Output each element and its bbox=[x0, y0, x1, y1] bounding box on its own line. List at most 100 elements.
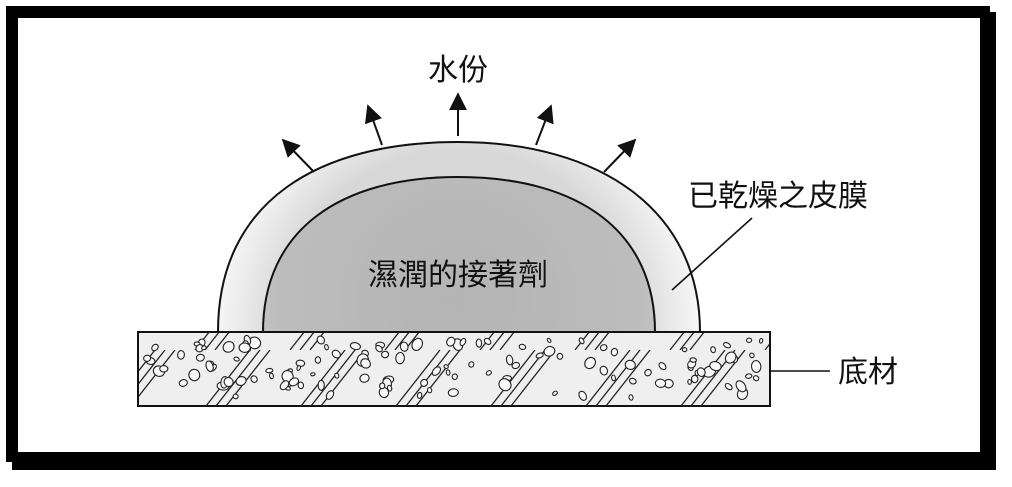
pebble bbox=[279, 380, 290, 391]
pebble bbox=[578, 390, 588, 401]
pebble bbox=[543, 345, 556, 357]
pebble bbox=[420, 378, 429, 387]
pebble bbox=[446, 336, 456, 347]
pebble bbox=[445, 369, 451, 376]
pebble bbox=[159, 365, 169, 373]
pebble bbox=[485, 370, 492, 376]
pebble bbox=[381, 350, 390, 359]
water-arrows bbox=[281, 92, 637, 173]
pebble bbox=[745, 337, 753, 343]
pebble bbox=[681, 347, 688, 353]
pebble bbox=[233, 356, 240, 362]
pebble bbox=[426, 387, 433, 394]
pebble bbox=[296, 365, 302, 371]
pebble bbox=[611, 374, 616, 382]
pebble bbox=[451, 373, 458, 381]
pebble bbox=[749, 352, 755, 359]
wet-adhesive-shape bbox=[261, 175, 657, 333]
pebble bbox=[310, 372, 316, 377]
water-arrow bbox=[603, 138, 637, 173]
pebble bbox=[334, 372, 340, 379]
pebble bbox=[359, 373, 370, 383]
pebble bbox=[498, 378, 512, 392]
substrate-label: 底材 bbox=[838, 355, 898, 390]
pebble bbox=[535, 352, 544, 359]
pebble bbox=[758, 337, 764, 344]
pebble bbox=[468, 361, 475, 368]
pebble bbox=[316, 335, 326, 345]
pebble bbox=[475, 338, 483, 348]
pebble bbox=[411, 337, 424, 352]
pebble bbox=[735, 380, 747, 393]
pebble bbox=[331, 349, 341, 359]
wet-adhesive-label: 濕潤的接著劑 bbox=[368, 258, 548, 293]
pebble bbox=[724, 382, 733, 391]
substrate-pebbles bbox=[143, 334, 764, 401]
pebble bbox=[151, 343, 159, 352]
pebble bbox=[195, 353, 205, 362]
pebble bbox=[628, 394, 634, 401]
pebble bbox=[654, 378, 667, 388]
water-label: 水份 bbox=[428, 53, 488, 88]
pebble bbox=[459, 337, 467, 347]
pebble bbox=[349, 342, 361, 351]
pebble bbox=[431, 366, 442, 376]
pebble bbox=[222, 341, 235, 353]
pebble bbox=[325, 390, 335, 400]
water-arrow bbox=[365, 104, 383, 146]
pebble bbox=[297, 381, 305, 390]
pebble bbox=[690, 374, 699, 384]
pebble bbox=[505, 354, 514, 366]
pebble bbox=[724, 351, 737, 364]
dried-film-leader bbox=[671, 217, 753, 291]
pebble bbox=[238, 342, 251, 353]
pebble bbox=[599, 344, 608, 352]
pebble bbox=[518, 343, 527, 351]
pebble bbox=[188, 368, 201, 382]
pebble bbox=[205, 360, 214, 373]
pebble bbox=[578, 337, 585, 345]
pebble bbox=[314, 356, 322, 364]
water-arrow bbox=[281, 138, 315, 173]
pebble bbox=[689, 357, 697, 363]
pebble bbox=[696, 367, 706, 377]
pebble bbox=[223, 376, 234, 388]
pebble bbox=[399, 341, 409, 352]
pebble bbox=[232, 393, 239, 400]
pebble bbox=[288, 377, 300, 387]
pebble bbox=[395, 351, 405, 365]
pebble bbox=[416, 391, 423, 399]
pebble bbox=[628, 377, 637, 385]
pebble bbox=[584, 356, 596, 370]
pebble bbox=[552, 390, 558, 396]
pebble bbox=[710, 346, 717, 354]
pebble bbox=[556, 352, 564, 360]
pebble bbox=[483, 337, 492, 345]
pebble bbox=[610, 347, 619, 357]
pebble bbox=[360, 358, 371, 369]
pebble bbox=[722, 342, 732, 349]
pebble bbox=[744, 373, 753, 379]
pebble bbox=[235, 376, 247, 386]
pebble bbox=[379, 382, 386, 390]
pebble bbox=[687, 378, 692, 385]
pebble bbox=[250, 375, 258, 383]
substrate-block bbox=[137, 331, 771, 407]
pebble bbox=[195, 344, 204, 353]
pebble bbox=[177, 350, 185, 360]
pebble bbox=[443, 364, 449, 369]
pebble bbox=[324, 344, 329, 351]
pebble bbox=[375, 344, 383, 353]
pebble bbox=[317, 379, 325, 391]
pebble bbox=[201, 345, 207, 351]
pebble bbox=[752, 375, 760, 382]
pebble bbox=[750, 360, 762, 373]
pebble bbox=[546, 337, 552, 343]
pebble bbox=[709, 361, 722, 372]
pebble bbox=[511, 361, 521, 370]
pebble bbox=[624, 359, 636, 370]
pebble bbox=[658, 362, 667, 371]
pebble bbox=[447, 388, 459, 397]
